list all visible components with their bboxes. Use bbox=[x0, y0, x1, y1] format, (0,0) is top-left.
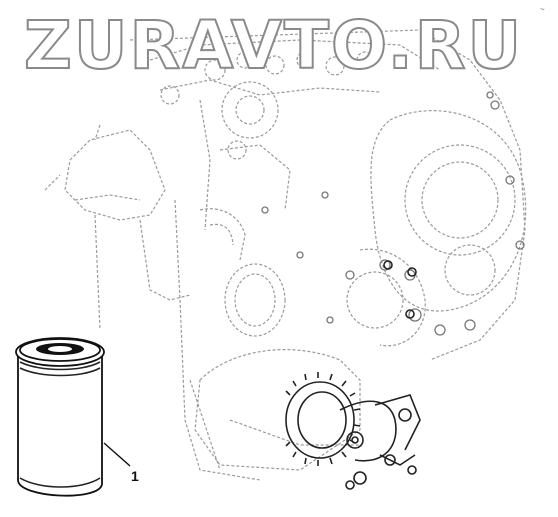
callout-number: 1 bbox=[131, 468, 139, 484]
oil-filter-part bbox=[15, 337, 105, 497]
corner-mark: ~ bbox=[540, 5, 545, 14]
callout-leader-line bbox=[103, 442, 131, 467]
engine-block-outline bbox=[44, 29, 527, 481]
watermark-text: ZURAVTO.RU bbox=[24, 7, 523, 84]
pump-gear-assembly bbox=[285, 260, 421, 490]
callout-1: 1 bbox=[103, 442, 139, 484]
